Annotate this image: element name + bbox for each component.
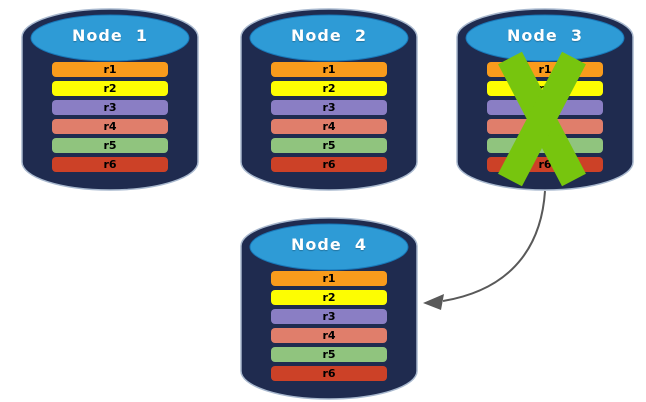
replica-row-r3: r3 [271,309,387,324]
replica-row-r1: r1 [52,62,168,77]
node-4: Node 4 r1 r2 r3 r4 r5 r6 [240,215,418,402]
node-title: Node 3 [507,26,583,45]
replica-row-r6: r6 [271,157,387,172]
replica-row-r6: r6 [52,157,168,172]
replica-row-r3: r3 [52,100,168,115]
replica-row-r5: r5 [271,347,387,362]
replica-row-r4: r4 [52,119,168,134]
replica-row-r1: r1 [271,62,387,77]
replica-row-r5: r5 [52,138,168,153]
replica-row-r1: r1 [271,271,387,286]
node-1: Node 1 r1 r2 r3 r4 r5 r6 [21,6,199,194]
failure-x-icon [498,51,586,187]
replica-rows: r1 r2 r3 r4 r5 r6 [271,62,387,172]
replica-row-r2: r2 [52,81,168,96]
replica-row-r2: r2 [271,290,387,305]
node-title: Node 4 [291,235,367,254]
replica-row-r6: r6 [271,366,387,381]
replica-row-r2: r2 [271,81,387,96]
replica-rows: r1 r2 r3 r4 r5 r6 [271,271,387,381]
node-title: Node 1 [72,26,148,45]
replica-row-r4: r4 [271,119,387,134]
node-title: Node 2 [291,26,367,45]
replica-row-r3: r3 [271,100,387,115]
replica-row-r4: r4 [271,328,387,343]
replica-rows: r1 r2 r3 r4 r5 r6 [52,62,168,172]
arrowhead-icon [423,294,444,310]
node-2: Node 2 r1 r2 r3 r4 r5 r6 [240,6,418,194]
replica-row-r5: r5 [271,138,387,153]
